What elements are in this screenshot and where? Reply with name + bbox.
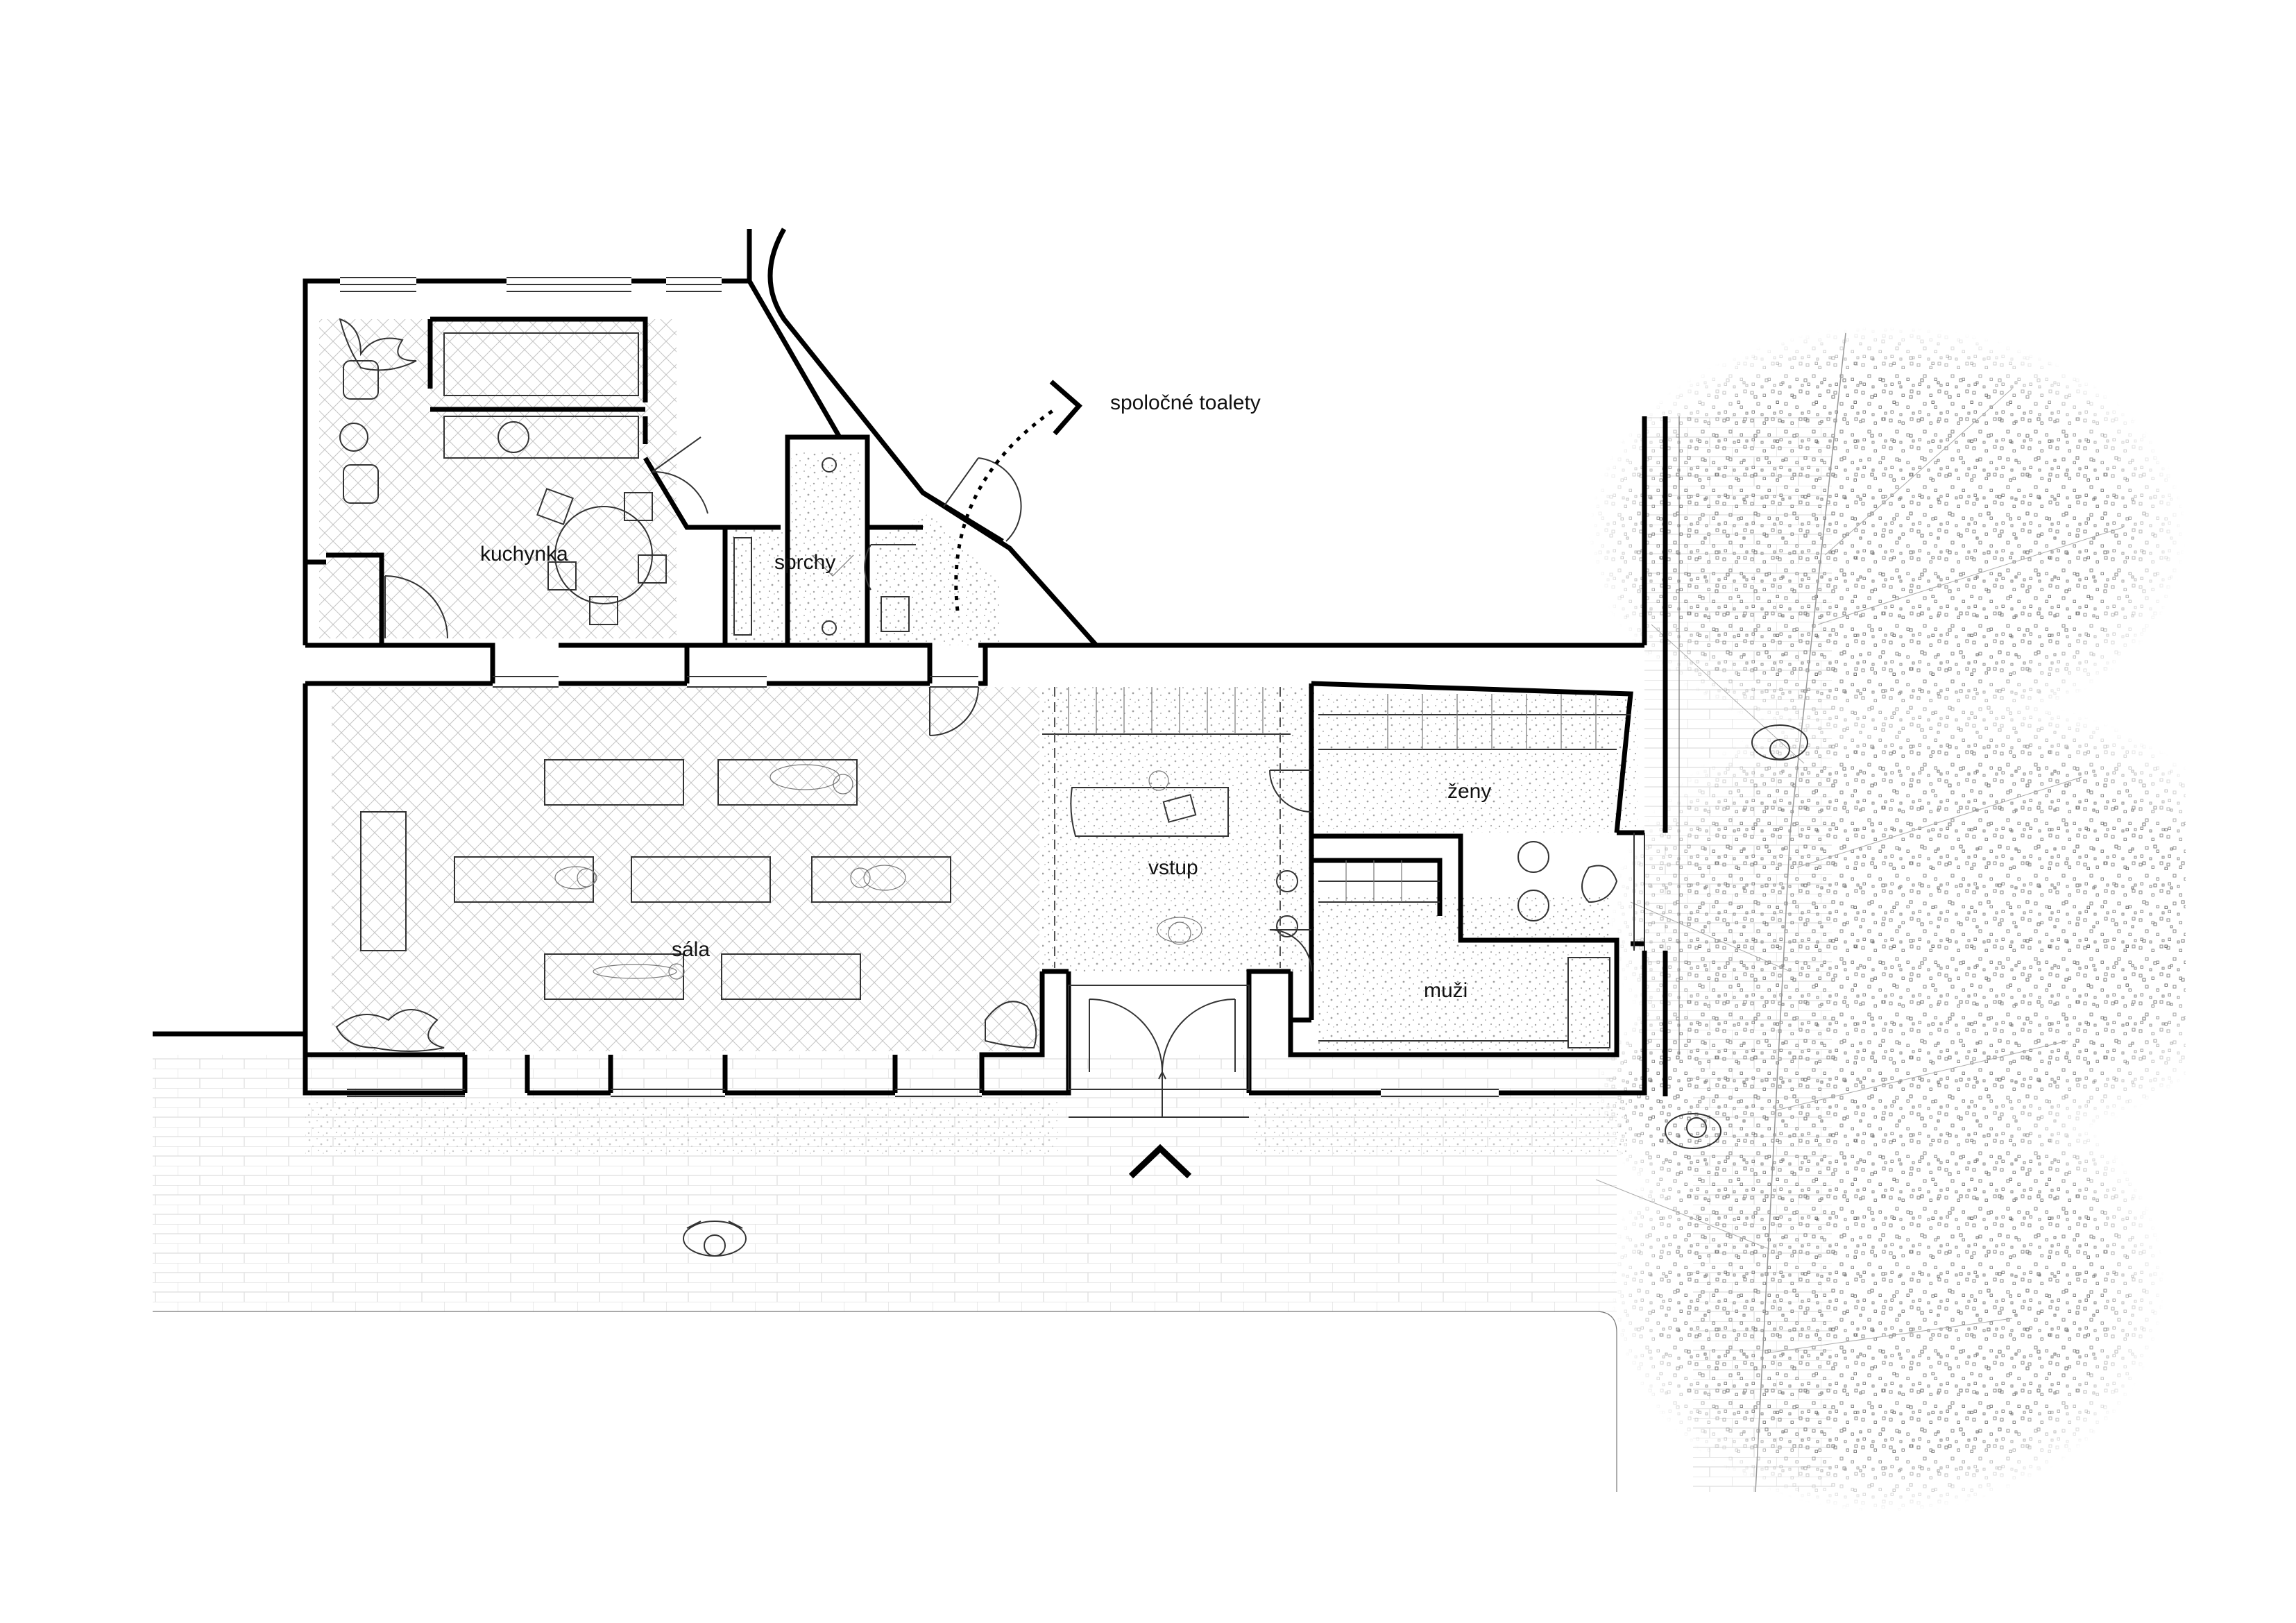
doors: [384, 436, 1312, 1118]
person-street: [683, 1221, 747, 1257]
windows: [340, 277, 1645, 1097]
tree-canopy: [1561, 312, 2186, 1527]
label-vstup: vstup: [1148, 856, 1198, 879]
label-sala: sála: [672, 938, 710, 961]
label-muzi: muži: [1424, 979, 1468, 1002]
label-kuchynka: kuchynka: [480, 543, 568, 566]
label-toalety: spoločné toalety: [1110, 391, 1261, 414]
pedestrians: [683, 724, 1808, 1257]
furniture: [339, 332, 1631, 1048]
person-right-upper: [1751, 724, 1808, 760]
entrance-arrow: [1128, 1144, 1192, 1179]
label-zeny: ženy: [1447, 780, 1491, 803]
toilet-direction-arrow: [954, 380, 1082, 611]
label-sprchy: sprchy: [774, 551, 835, 574]
room-labels: kuchynka sprchy spoločné toalety sála vs…: [480, 391, 1491, 1002]
plants: [335, 318, 1618, 1052]
walls: [153, 228, 1668, 1096]
person-right-lower: [1665, 1113, 1721, 1149]
floor-finishes: [305, 319, 1638, 1155]
